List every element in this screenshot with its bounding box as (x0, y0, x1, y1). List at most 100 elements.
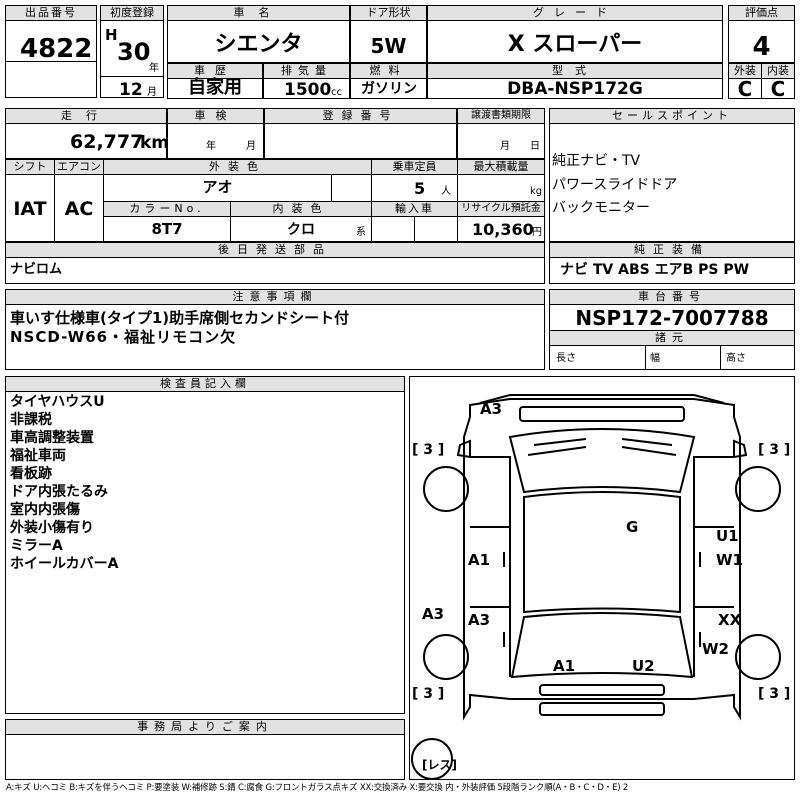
exterior-grade: C (737, 77, 753, 101)
inspector-note: 非課税 (10, 412, 52, 428)
notes-header: 注意事項欄 (6, 290, 544, 305)
width-label: 幅 (650, 353, 660, 364)
genuine-equipment-cell: 純正装備 ナビ TV ABS エアB PS PW (549, 242, 795, 284)
deadline-month-unit: 月 (500, 141, 510, 152)
damage-mark-left-rear-quarter: A3 (422, 605, 445, 623)
registration-month: 12 (119, 80, 143, 100)
color-number-header: カラーNo. (104, 202, 230, 217)
shift: IAT (13, 198, 47, 220)
max-load-unit: kg (530, 186, 543, 197)
tread-front-left: [ 3 ] (412, 442, 445, 458)
door-type-cell: ドア形状 5W (350, 5, 427, 63)
history-header: 車歴 (168, 64, 262, 79)
lot-number-cell: 出品番号 4822 (5, 5, 97, 98)
tread-rear-right: [ 3 ] (758, 686, 791, 702)
inspector-note: ミラーA (10, 538, 63, 554)
office-notes-cell: 事務局よりご案内 (5, 719, 405, 780)
grade-cell: グレード X スローパー (427, 5, 723, 63)
history: 自家用 (188, 77, 242, 98)
recycle-unit: 円 (532, 227, 542, 238)
office-notes-header: 事務局よりご案内 (6, 720, 404, 735)
note-line: 車いす仕様車(タイプ1)助手席側セカンドシート付 (10, 309, 350, 327)
sales-point-item: バックモニター (552, 200, 650, 216)
genuine-equipment-header: 純正装備 (550, 243, 794, 258)
inspection-header: 車検 (168, 109, 263, 124)
length-label: 長さ (556, 353, 576, 364)
registration-number-header: 登録番号 (265, 109, 456, 124)
inspection-month-unit: 月 (246, 141, 256, 152)
score: 4 (752, 32, 771, 62)
damage-diagram: A3 G A1 A3 A3 U1 W1 XX W2 A1 U2 [ 3 ] [ … (409, 376, 795, 780)
mileage-unit: km (140, 133, 170, 153)
capacity: 5 (414, 179, 426, 198)
sales-point-item: 純正ナビ・TV (552, 153, 641, 169)
model-code: DBA-NSP172G (507, 79, 643, 99)
damage-mark-right-rear-door: XX (718, 611, 742, 629)
inspector-note: 外装小傷有り (10, 520, 94, 536)
fuel-header: 燃料 (351, 64, 426, 79)
notes-cell: 注意事項欄 車いす仕様車(タイプ1)助手席側セカンドシート付 NSCD-W66・… (5, 289, 545, 370)
damage-legend: A:キズ U:ヘコミ B:キズを伴うヘコミ P:要塗装 W:補修跡 S:錆 C:… (6, 783, 629, 793)
car-name-cell: 車名 シエンタ (167, 5, 350, 63)
recycle-header: リサイクル預託金 (458, 202, 544, 217)
exterior-grade-cell: 外装 C (728, 63, 762, 99)
lot-number-header: 出品番号 (6, 6, 96, 21)
inspector-note: ホイールカバーA (10, 556, 119, 572)
car-outline (411, 394, 781, 779)
score-header: 評価点 (729, 6, 794, 21)
interior-color: クロ (287, 222, 315, 238)
chassis-number: NSP172-7007788 (575, 306, 769, 330)
inspector-note: 福祉車両 (10, 448, 66, 464)
inspector-note: 車高調整装置 (10, 430, 94, 446)
deadline-day-unit: 日 (530, 141, 540, 152)
interior-grade-cell: 内装 C (761, 63, 795, 99)
displacement: 1500 (284, 80, 332, 100)
displacement-header: 排気量 (264, 64, 349, 79)
genuine-equipment: ナビ TV ABS エアB PS PW (560, 262, 750, 278)
inspection-year-unit: 年 (206, 141, 216, 152)
damage-mark-rear-left: A1 (553, 657, 576, 675)
displacement-cell: 排気量 1500 cc (263, 63, 350, 99)
inspector-note: ドア内張たるみ (10, 484, 108, 500)
first-registration-header: 初度登録 (101, 6, 163, 21)
capacity-unit: 人 (441, 186, 451, 197)
shift-header: シフト (6, 160, 54, 175)
exterior-color-header: 外装色 (104, 160, 371, 175)
tread-front-right: [ 3 ] (758, 442, 791, 458)
inspector-note: タイヤハウスU (10, 394, 105, 410)
color-number: 8T7 (151, 220, 183, 238)
damage-mark-front: A3 (480, 400, 503, 418)
interior-grade: C (770, 77, 786, 101)
damage-mark-left-rear-door: A3 (468, 611, 491, 629)
damage-mark-left-front-door: A1 (468, 551, 491, 569)
later-parts: ナビロム (10, 262, 63, 277)
inspection-cell: 車検 年 月 (167, 108, 264, 159)
mileage-header: 走行 (6, 109, 166, 124)
damage-mark-rear-right: U2 (632, 657, 655, 675)
capacity-header: 乗車定員 (372, 160, 457, 175)
damage-mark-right-front-door-u: U1 (716, 527, 739, 545)
tread-rear-left: [ 3 ] (412, 686, 445, 702)
damage-mark-windshield: G (626, 518, 639, 536)
inspector-note: 看板跡 (10, 466, 52, 482)
transfer-deadline-header: 譲渡書類期限 (458, 109, 544, 124)
month-unit: 月 (147, 87, 157, 98)
later-parts-cell: 後日発送部品 ナビロム (5, 242, 545, 284)
import-header: 輸入車 (372, 202, 457, 217)
fuel-cell: 燃料 ガソリン (350, 63, 427, 99)
sales-point-header: セールスポイント (550, 109, 794, 124)
aircon: AC (64, 198, 94, 220)
era-letter: H (105, 26, 118, 44)
damage-mark-right-rear-quarter: W2 (702, 640, 729, 658)
spec-block: シフト IAT エアコン AC 外装色 アオ 乗車定員 5 人 最大積載量 kg… (5, 159, 545, 242)
sales-point-item: パワースライドドア (552, 177, 678, 193)
chassis-cell: 車台番号 NSP172-7007788 諸元 長さ 幅 高さ (549, 289, 795, 370)
grade: X スローパー (507, 32, 643, 57)
height-label: 高さ (726, 353, 746, 364)
displacement-unit: cc (331, 87, 342, 98)
damage-mark-right-front-door-w: W1 (716, 551, 743, 569)
dimensions-header: 諸元 (550, 331, 794, 346)
exterior-color: アオ (202, 178, 233, 196)
inspector-notes-header: 検査員記入欄 (6, 377, 404, 392)
door-type: 5W (370, 34, 407, 58)
